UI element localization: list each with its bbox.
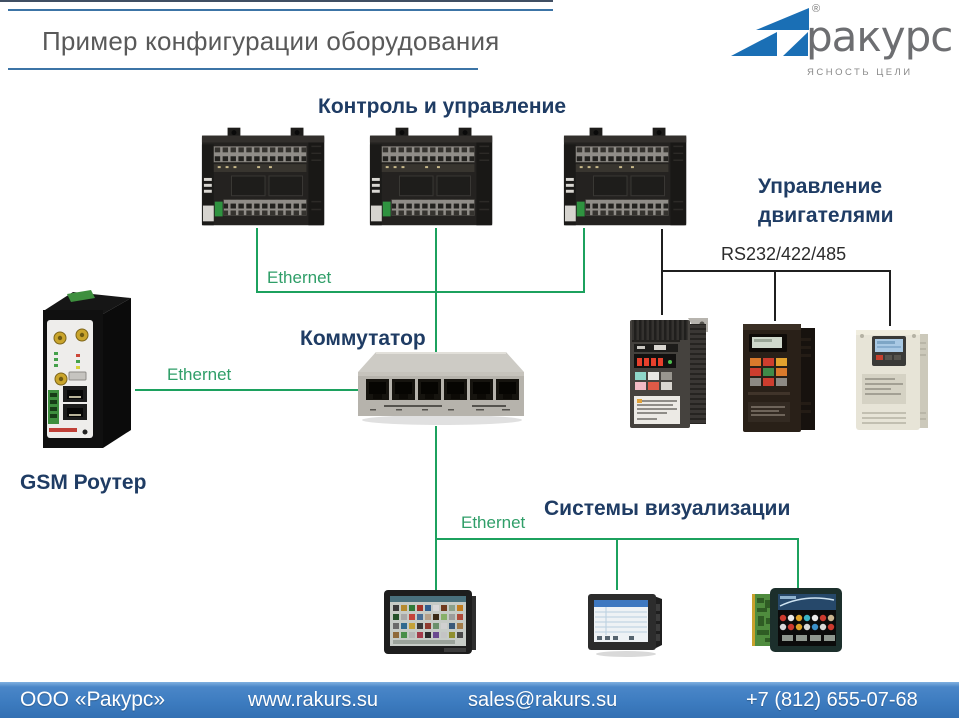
ethernet-line-plc3-drop [583,228,585,293]
label-control: Контроль и управление [318,95,567,118]
network-switch-device [354,348,528,430]
serial-line-drive1-drop [661,270,663,315]
hmi-panel-device-3 [750,586,846,654]
label-motors-line2: двигателями [758,204,894,227]
hmi-panel-device-1 [382,588,478,660]
title-rule-bottom [8,68,478,70]
ethernet-line-switch-downlink [435,426,437,540]
label-visualization: Системы визуализации [544,497,791,520]
footer-phone: +7 (812) 655-07-68 [746,689,918,711]
ethernet-line-hmi2-drop [616,538,618,590]
label-switch: Коммутатор [300,327,426,350]
gsm-router-device [33,280,139,460]
logo-tagline: ЯСНОСТЬ ЦЕЛИ [807,67,913,78]
ethernet-line-hmi1-drop [435,538,437,590]
logo-wordmark: ракурс [806,12,953,61]
title-rule-top [8,9,553,11]
page-title: Пример конфигурации оборудования [42,26,500,56]
ethernet-label-top: Ethernet [267,268,332,287]
footer-bar: ООО «Ракурс» www.rakurs.su sales@rakurs.… [0,682,959,718]
ethernet-line-hmi3-drop [797,538,799,590]
ethernet-line-plc1-drop [256,228,258,293]
ethernet-line-switch-uplink [435,291,437,353]
footer-company: ООО «Ракурс» [20,688,166,711]
registered-mark: ® [812,3,821,15]
ethernet-line-plc2-drop [435,228,437,293]
label-router: GSM Роутер [20,471,147,494]
serial-line-drive3-drop [889,270,891,326]
label-motors: Управление двигателями [758,172,894,230]
rakurs-triangles-icon [731,8,809,56]
plc-device-3 [560,122,698,228]
hmi-panel-device-2 [584,588,670,658]
serial-bus-label: RS232/422/485 [721,244,847,264]
motor-drive-device-3 [850,322,938,434]
top-edge-line [0,0,553,2]
ethernet-line-router-link [135,389,358,391]
footer-email: sales@rakurs.su [468,689,618,711]
plc-device-2 [366,122,504,228]
ethernet-label-bottom: Ethernet [461,513,526,532]
serial-line-plc3-drop [661,229,663,272]
serial-line-drive2-drop [774,270,776,321]
footer-website: www.rakurs.su [248,689,379,711]
motor-drive-device-1 [624,312,716,436]
serial-line-bus [661,270,891,272]
label-motors-line1: Управление [758,175,883,198]
ethernet-line-plc-bus [256,291,585,293]
plc-device-1 [198,122,336,228]
motor-drive-device-2 [735,318,823,436]
ethernet-label-router: Ethernet [167,365,232,384]
